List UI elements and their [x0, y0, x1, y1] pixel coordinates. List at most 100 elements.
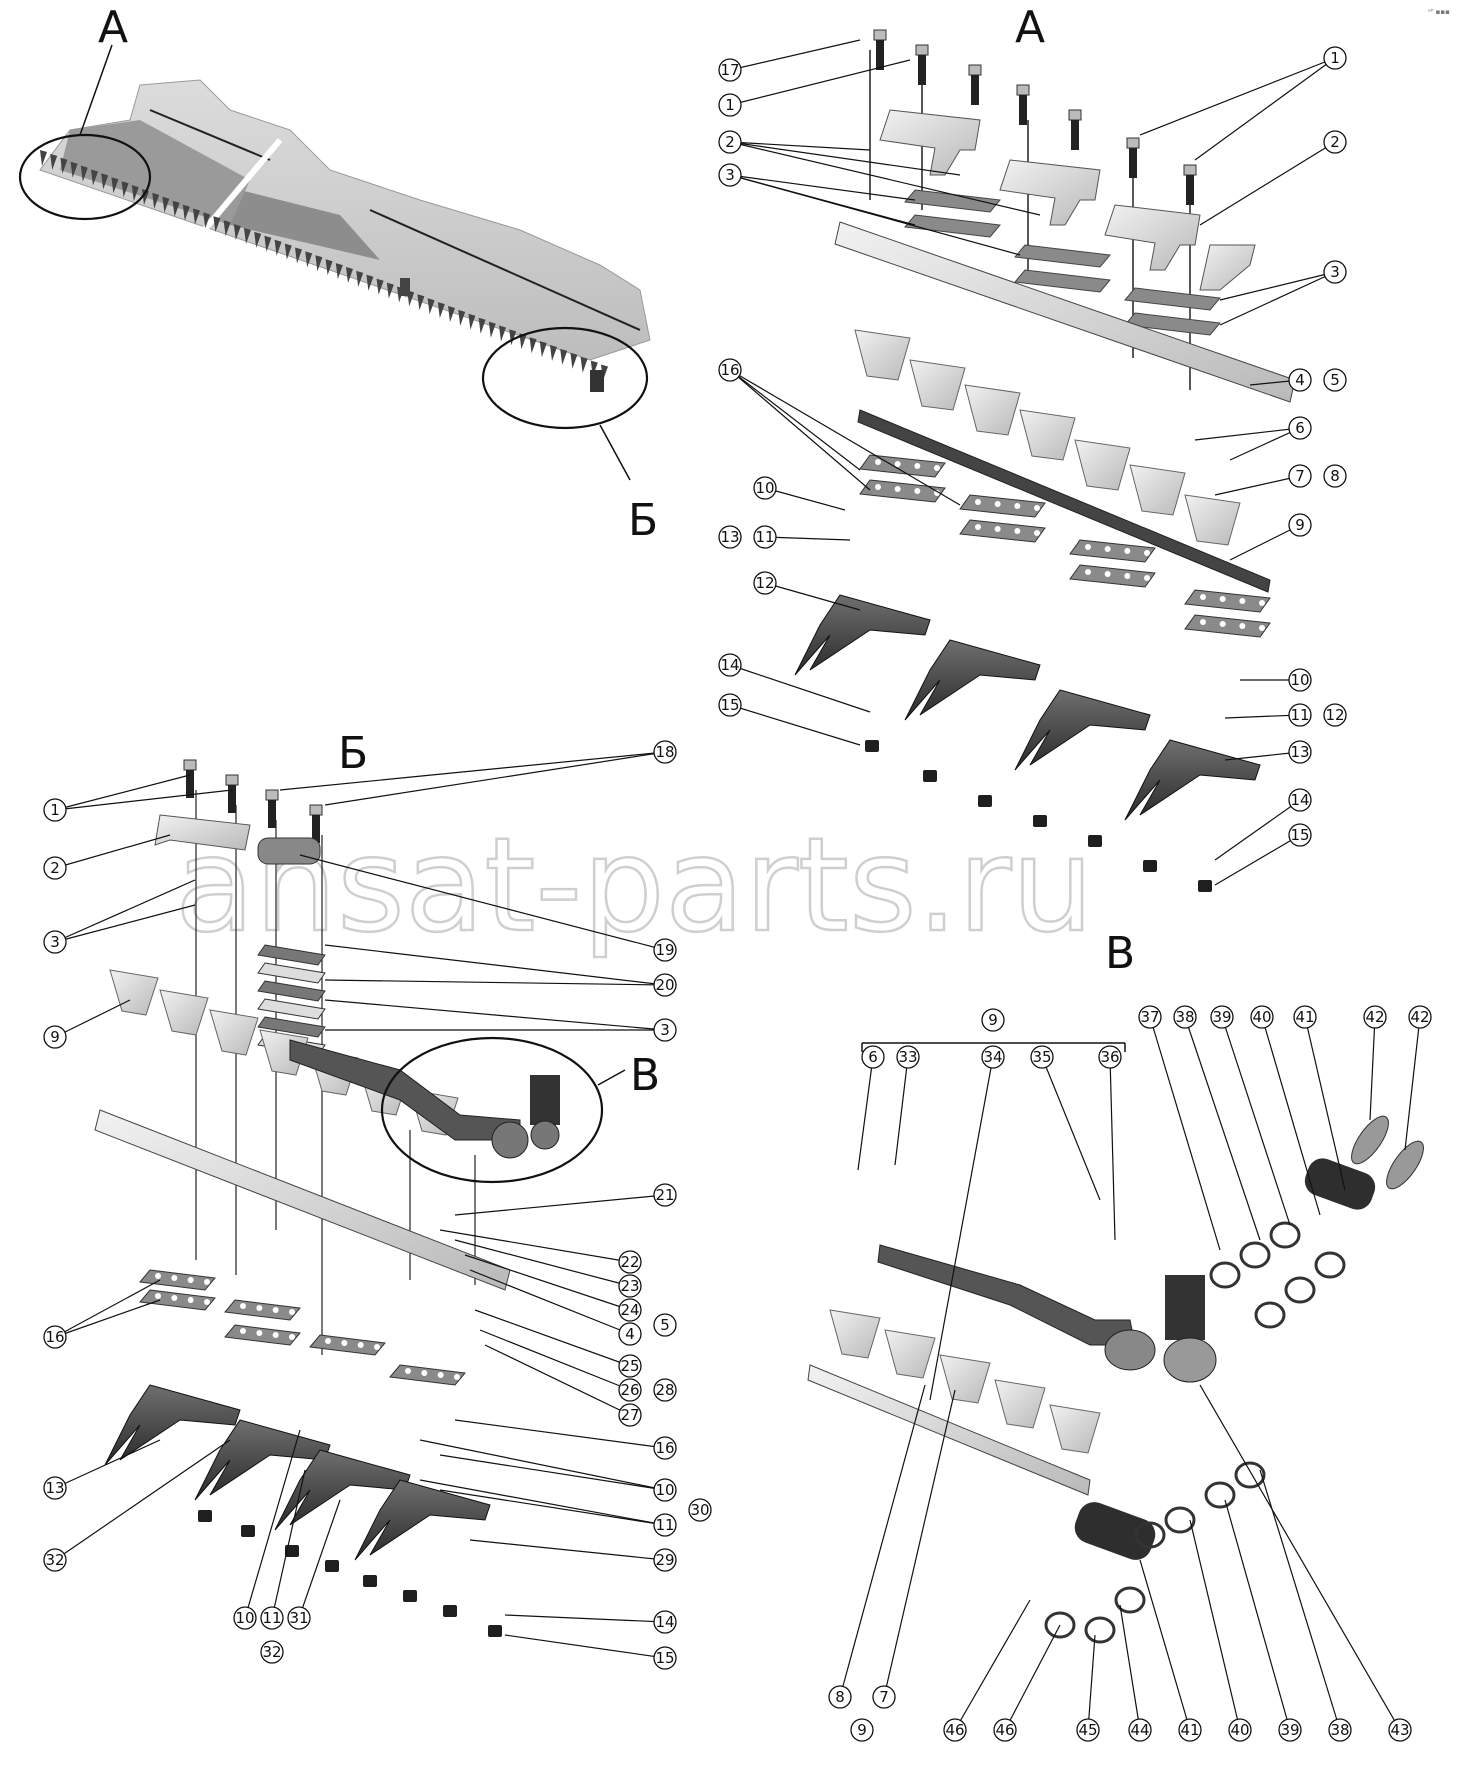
callout-circle — [1323, 368, 1347, 392]
callout-circle — [718, 130, 742, 154]
callout-leader — [271, 1469, 306, 1619]
clamp-plate-small — [1199, 244, 1256, 291]
callout-circle — [1328, 1718, 1352, 1742]
callout-leader — [324, 979, 666, 986]
callout: 31 — [287, 1499, 341, 1630]
callout-leader — [729, 369, 961, 506]
nut — [1088, 835, 1102, 847]
callout: 15 — [718, 693, 861, 746]
ring — [1239, 1241, 1271, 1269]
bolt — [183, 759, 197, 798]
nut — [1033, 815, 1047, 827]
guard-finger — [274, 1449, 411, 1531]
cutter-tooth — [550, 345, 557, 361]
callout: 3 — [324, 999, 677, 1042]
callout-number: 20 — [655, 976, 674, 994]
cutter-tooth — [417, 294, 425, 311]
ring — [1314, 1251, 1346, 1279]
ring — [1209, 1261, 1241, 1289]
wear-plate — [959, 519, 1046, 543]
callout-leader — [324, 751, 666, 806]
callout-leader — [883, 1389, 956, 1698]
callout-number: 4 — [625, 1325, 635, 1343]
wear-plate — [1184, 614, 1271, 638]
overview-label-b: Б — [628, 495, 658, 546]
callout-leader — [1224, 751, 1301, 761]
callout: 11 — [260, 1469, 306, 1630]
callout-leader — [454, 1194, 666, 1216]
header-overview: А Б — [18, 2, 658, 546]
callout-number: 17 — [720, 61, 739, 79]
spacer-shim — [257, 998, 326, 1020]
cutter-tooth — [315, 255, 323, 272]
callout-number: 45 — [1078, 1721, 1097, 1739]
callout: 1 — [1139, 46, 1347, 161]
leader-a — [79, 44, 113, 136]
callout-circle — [1288, 703, 1312, 727]
callout-number: 6 — [868, 1048, 878, 1066]
section-a-guards — [794, 594, 1261, 821]
callout-leader — [857, 1056, 874, 1171]
cutter-teeth-row — [40, 150, 608, 381]
callout-circle — [1076, 1718, 1100, 1742]
callout-leader — [479, 1329, 631, 1391]
callout-circle — [1323, 703, 1347, 727]
callout-circle — [828, 1685, 852, 1709]
callout-circle — [653, 1478, 677, 1502]
callout-number: 22 — [620, 1253, 639, 1271]
header-panel-mid — [60, 120, 250, 225]
callout-leader — [729, 704, 861, 746]
callout: 2 — [718, 130, 1041, 216]
callout-number: 3 — [50, 933, 60, 951]
knife-section — [854, 329, 911, 381]
callout-circle — [1323, 46, 1347, 70]
zoom-circle-b — [481, 326, 649, 430]
ring — [1164, 1506, 1196, 1534]
section-a-clamp-plates — [879, 109, 1256, 291]
callout-leader — [439, 1454, 666, 1491]
cutter-tooth — [142, 189, 149, 205]
section-b-nuts — [198, 1510, 502, 1637]
callout: 10 — [1240, 668, 1312, 692]
callout-circle — [1293, 1005, 1317, 1029]
cutter-tooth — [305, 251, 313, 268]
callout-number: 40 — [1252, 1008, 1271, 1026]
callout-leader — [298, 1499, 341, 1619]
callout-number: 11 — [262, 1609, 281, 1627]
ring — [1284, 1276, 1316, 1304]
callout-leader — [1194, 427, 1301, 441]
clamp-plate — [1104, 204, 1201, 271]
knife-section — [994, 1379, 1046, 1429]
ring — [1234, 1461, 1266, 1489]
zoom-circle-v — [380, 1036, 604, 1184]
bolt — [1016, 84, 1030, 125]
callout-number: 8 — [1330, 467, 1340, 485]
callout-leader — [54, 1439, 231, 1561]
callout-number: 16 — [655, 1439, 674, 1457]
callout-leader — [54, 904, 196, 943]
callout-circle — [618, 1298, 642, 1322]
callout-leader — [729, 39, 861, 71]
clamp-plate-b — [154, 814, 251, 851]
callout: 36 — [1098, 1045, 1122, 1241]
leader-v — [597, 1069, 626, 1086]
callout-number: 10 — [655, 1481, 674, 1499]
roller-body — [257, 837, 321, 865]
callout-number: 10 — [235, 1609, 254, 1627]
callout-leader — [454, 1239, 631, 1287]
callout: 38 — [1173, 1005, 1261, 1241]
wear-plate — [1184, 589, 1271, 613]
callout: 5 — [1323, 368, 1347, 392]
cutter-tooth — [437, 302, 445, 319]
callout: 7 — [872, 1389, 956, 1709]
cutter-tooth — [274, 239, 282, 256]
callout-number: 14 — [720, 656, 739, 674]
knife-section — [109, 969, 159, 1016]
callout-number: 46 — [995, 1721, 1014, 1739]
callout-circle — [1408, 1005, 1432, 1029]
wear-plate — [389, 1364, 466, 1386]
callout-leader — [954, 1599, 1031, 1731]
callout-number: 21 — [655, 1186, 674, 1204]
knife-section — [1184, 494, 1241, 546]
